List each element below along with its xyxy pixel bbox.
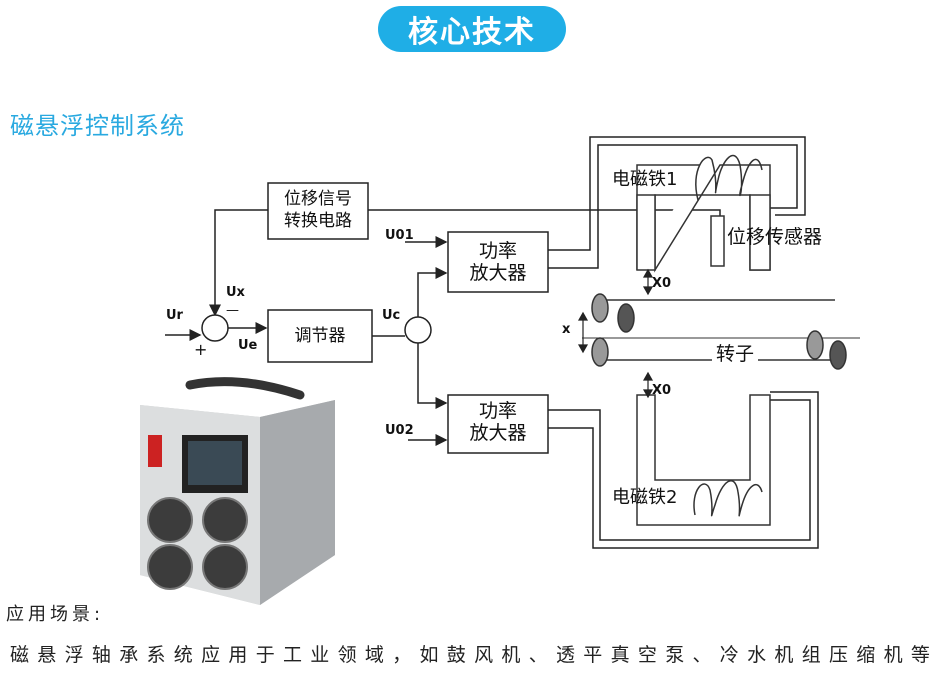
control-system-diagram	[165, 136, 860, 549]
signal-converter-box	[267, 182, 369, 240]
regulator-box	[267, 309, 373, 363]
gap-x0-bottom: X0	[652, 383, 672, 398]
summing-junction	[201, 314, 229, 342]
power-amplifier-top-label: 功率放大器	[469, 240, 527, 284]
electromagnet-1-label: 电磁铁1	[612, 169, 678, 190]
section-title: 磁悬浮控制系统	[10, 112, 185, 140]
rotor-label: 转子	[712, 345, 759, 364]
signal-ur: Ur	[166, 308, 183, 323]
signal-plus: +	[194, 340, 208, 359]
signal-minus: —	[226, 303, 239, 318]
electromagnet-2-label: 电磁铁2	[612, 487, 678, 508]
scenario-description: 磁悬浮轴承系统应用于工业领域，如鼓风机、透平真空泵、冷水机组压缩机等	[10, 644, 939, 666]
signal-ue: Ue	[238, 338, 258, 353]
power-amplifier-top	[447, 231, 549, 293]
power-amplifier-bottom-label: 功率放大器	[469, 400, 527, 444]
power-amplifier-bottom	[447, 394, 549, 454]
signal-u02: U02	[385, 423, 414, 438]
controller-cabinet-image	[140, 377, 335, 605]
signal-converter-label: 位移信号转换电路	[284, 189, 352, 231]
section-badge: 核心技术	[378, 6, 566, 52]
scenario-label: 应用场景:	[6, 604, 105, 625]
gap-x: x	[562, 322, 571, 337]
feedback-line	[209, 209, 268, 317]
electromagnet-1	[636, 154, 771, 273]
signal-uc: Uc	[382, 308, 401, 323]
signal-u01: U01	[385, 228, 414, 243]
signal-ux: Ux	[226, 285, 245, 300]
split-junction	[404, 316, 432, 344]
sensor-label: 位移传感器	[727, 226, 823, 248]
electromagnet-2	[636, 394, 771, 526]
gap-x0-top: X0	[652, 276, 672, 291]
regulator-label: 调节器	[294, 326, 346, 346]
displacement-sensor	[710, 215, 725, 267]
